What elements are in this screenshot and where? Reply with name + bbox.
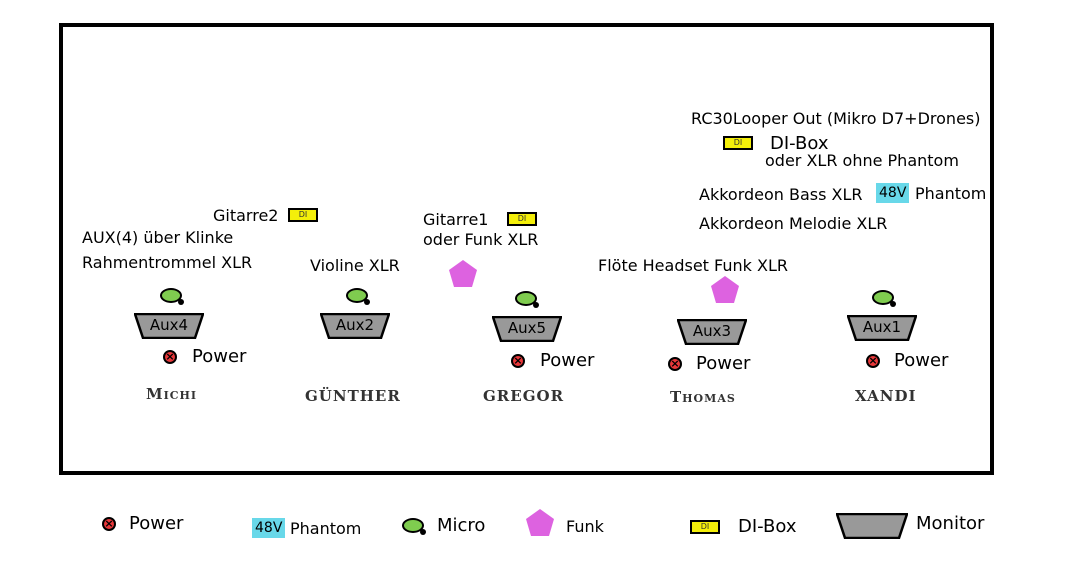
thomas-floete-label: Flöte Headset Funk XLR: [598, 256, 788, 275]
gregor-power-icon: [511, 354, 525, 368]
legend-phantom-label: Phantom: [290, 519, 362, 538]
xandi-power-label: Power: [894, 350, 949, 371]
legend-micro-label: Micro: [437, 515, 486, 536]
guenther-mic-icon: [346, 288, 370, 305]
gregor-di-box-icon: DI: [507, 212, 537, 226]
xandi-akkordeon-bass-label: Akkordeon Bass XLR: [699, 185, 863, 204]
gregor-monitor: Aux5: [492, 316, 562, 342]
xandi-di-box-icon: DI: [723, 136, 753, 150]
legend-monitor-icon: [836, 513, 908, 539]
xandi-xlr-ohne-phantom-label: oder XLR ohne Phantom: [765, 151, 959, 170]
monitor-icon: [134, 313, 204, 339]
thomas-funk-icon: [711, 276, 739, 303]
legend-mic-icon: [402, 518, 426, 535]
thomas-monitor-label: Aux3: [692, 322, 732, 340]
legend-power-label: Power: [129, 513, 184, 534]
legend-monitor-label: Monitor: [916, 513, 985, 534]
michi-power-label: Power: [192, 346, 247, 367]
legend-di-box-icon: DI: [690, 520, 720, 534]
xandi-akkordeon-melodie-label: Akkordeon Melodie XLR: [699, 214, 888, 233]
michi-aux-klinke-label: AUX(4) über Klinke: [82, 228, 234, 247]
xandi-monitor: Aux1: [847, 315, 917, 341]
michi-mic-icon: [160, 288, 184, 305]
thomas-monitor: Aux3: [677, 319, 747, 345]
gregor-monitor-label: Aux5: [507, 319, 547, 337]
thomas-power-icon: [668, 357, 682, 371]
gregor-power-label: Power: [540, 350, 595, 371]
xandi-di-box-label: DI-Box: [770, 133, 829, 154]
thomas-name: Thomas: [670, 388, 736, 406]
guenther-monitor-label: Aux2: [335, 316, 375, 334]
legend-funk-icon: [526, 509, 554, 536]
xandi-phantom-48v-icon: 48V: [876, 183, 910, 203]
gregor-gitarre1-label: Gitarre1: [423, 210, 489, 229]
guenther-violine-label: Violine XLR: [310, 256, 400, 275]
gregor-funk-icon: [449, 260, 477, 287]
xandi-mic-icon: [872, 290, 896, 307]
guenther-name: GÜNTHER: [305, 387, 401, 405]
legend-power-icon: [102, 517, 116, 531]
monitor-icon: [677, 319, 747, 345]
gregor-mic-icon: [515, 291, 539, 308]
michi-rahmentrommel-label: Rahmentrommel XLR: [82, 253, 253, 272]
legend-di-box-label: DI-Box: [738, 516, 797, 537]
guenther-monitor: Aux2: [320, 313, 390, 339]
xandi-looper-label: RC30Looper Out (Mikro D7+Drones): [691, 109, 981, 128]
guenther-gitarre2-label: Gitarre2: [213, 206, 279, 225]
xandi-name: XANDI: [855, 387, 917, 405]
thomas-power-label: Power: [696, 353, 751, 374]
gregor-name: GREGOR: [483, 387, 565, 405]
monitor-icon: [320, 313, 390, 339]
xandi-monitor-label: Aux1: [862, 318, 902, 336]
guenther-di-box-icon: DI: [288, 208, 318, 222]
xandi-phantom-label: Phantom: [915, 184, 987, 203]
michi-name: Michi: [146, 385, 198, 403]
gregor-funk-xlr-label: oder Funk XLR: [423, 230, 539, 249]
stage-area: [59, 23, 994, 475]
monitor-icon: [847, 315, 917, 341]
michi-power-icon: [163, 350, 177, 364]
xandi-power-icon: [866, 354, 880, 368]
michi-monitor: Aux4: [134, 313, 204, 339]
legend-phantom-48v-icon: 48V: [252, 518, 286, 538]
legend-funk-label: Funk: [566, 517, 604, 536]
monitor-icon: [492, 316, 562, 342]
michi-monitor-label: Aux4: [149, 316, 189, 334]
